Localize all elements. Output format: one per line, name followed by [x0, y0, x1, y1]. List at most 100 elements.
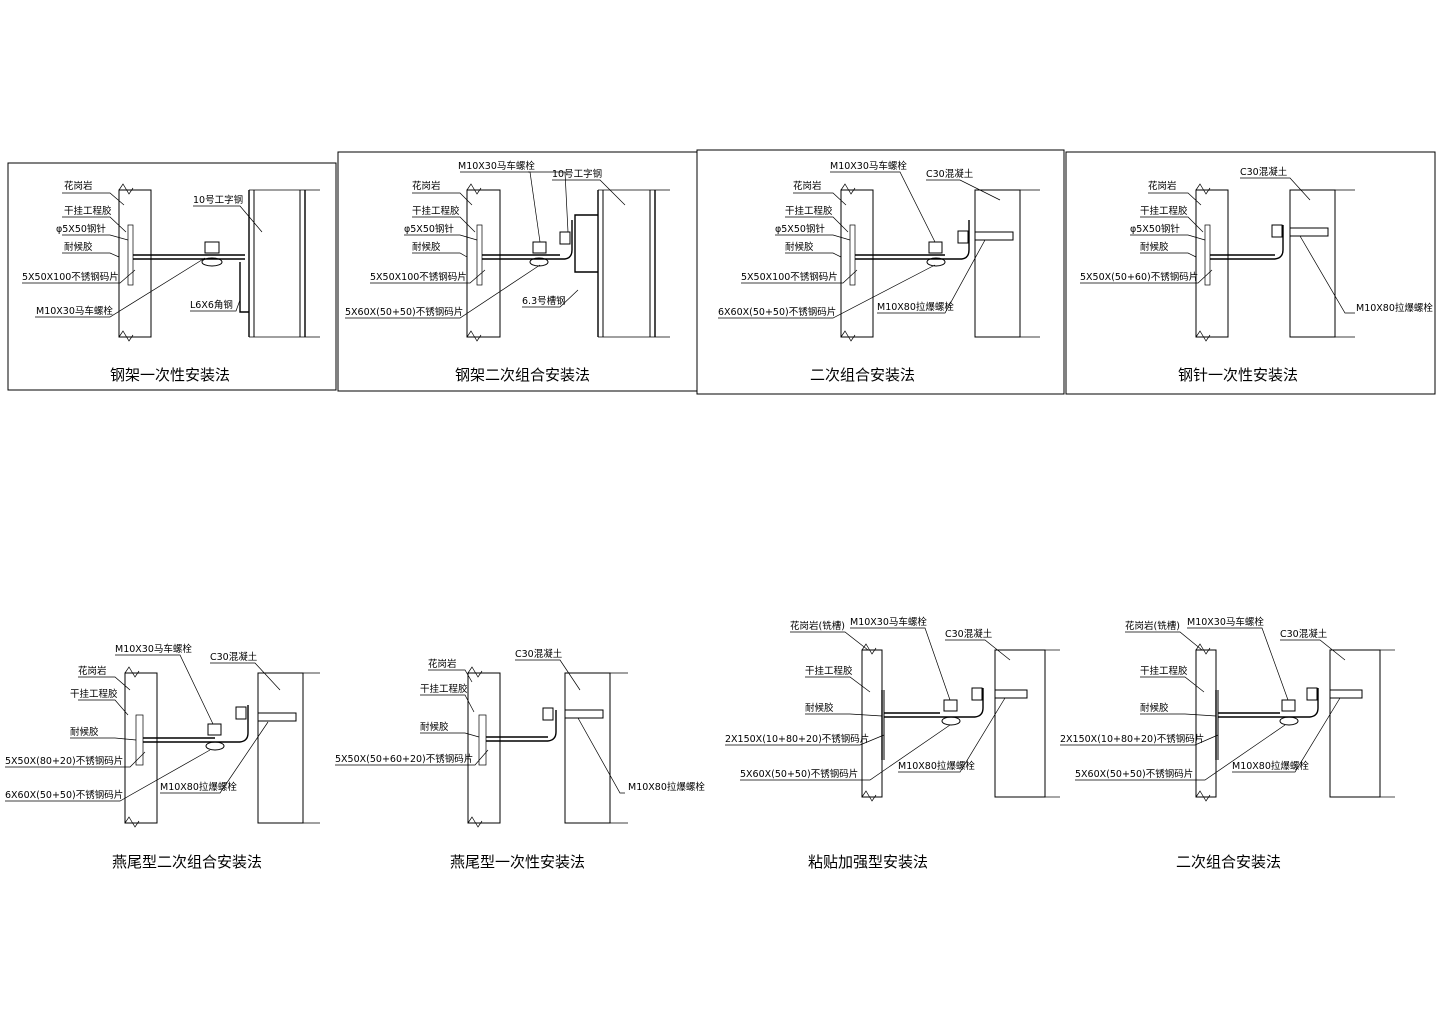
label: 干挂工程胶 — [805, 665, 853, 677]
granite-panel — [1195, 189, 1229, 338]
detail-dovetail-two-stage: M10X30马车螺栓 C30混凝土 花岗岩 干挂工程胶 耐候胶 5X50X(80… — [5, 643, 320, 871]
detail-title: 粘贴加强型安装法 — [808, 853, 928, 871]
label: 耐候胶 — [64, 241, 93, 253]
detail-title: 燕尾型二次组合安装法 — [112, 853, 262, 871]
label: 5X50X100不锈钢码片 — [22, 271, 119, 283]
steel-pin — [127, 224, 134, 286]
expansion-bolt — [564, 709, 604, 719]
label: 干挂工程胶 — [420, 683, 468, 695]
detail-steel-frame-one-time: 花岗岩 干挂工程胶 φ5X50钢针 耐候胶 5X50X100不锈钢码片 M10X… — [7, 162, 337, 391]
detail-title: 钢针一次性安装法 — [1178, 366, 1298, 384]
bolt-nut — [207, 723, 222, 736]
channel-steel — [574, 214, 598, 273]
label: 干挂工程胶 — [64, 205, 112, 217]
expansion-bolt — [257, 712, 297, 722]
label: 干挂工程胶 — [412, 205, 460, 217]
label: 5X50X(50+60)不锈钢码片 — [1080, 271, 1198, 283]
dovetail-slot — [478, 714, 487, 766]
label: C30混凝土 — [945, 628, 993, 640]
granite-panel — [840, 189, 874, 338]
label: φ5X50钢针 — [404, 223, 454, 235]
label: C30混凝土 — [210, 651, 258, 663]
label: M10X30马车螺栓 — [115, 643, 192, 655]
label: 花岗岩 — [1148, 180, 1177, 192]
label: M10X30马车螺栓 — [458, 160, 535, 172]
label: 干挂工程胶 — [1140, 665, 1188, 677]
label: C30混凝土 — [926, 168, 974, 180]
frame-border — [1065, 151, 1436, 395]
concrete-wall — [1329, 649, 1381, 798]
label: 5X50X100不锈钢码片 — [741, 271, 838, 283]
label: 10号工字钢 — [552, 168, 602, 180]
frame-border — [7, 162, 337, 391]
detail-two-stage-combined: M10X30马车螺栓 C30混凝土 花岗岩 干挂工程胶 φ5X50钢针 耐候胶 … — [696, 149, 1065, 395]
detail-title: 二次组合安装法 — [1176, 853, 1281, 871]
concrete-wall — [994, 649, 1046, 798]
expansion-bolt — [974, 231, 1014, 241]
label: C30混凝土 — [1240, 166, 1288, 178]
label: 10号工字钢 — [193, 194, 243, 206]
label: 耐候胶 — [412, 241, 441, 253]
label: 干挂工程胶 — [785, 205, 833, 217]
label: 2X150X(10+80+20)不锈钢码片 — [725, 733, 869, 745]
label: 6X60X(50+50)不锈钢码片 — [5, 789, 123, 801]
label: 花岗岩 — [793, 180, 822, 192]
granite-panel — [118, 189, 152, 338]
label: 花岗岩 — [428, 658, 457, 670]
expansion-bolt — [1329, 689, 1363, 699]
label: 2X150X(10+80+20)不锈钢码片 — [1060, 733, 1204, 745]
label: M10X80拉爆螺栓 — [160, 781, 237, 793]
granite-panel — [124, 672, 158, 824]
label: φ5X50钢针 — [775, 223, 825, 235]
detail-bonded-reinforced: 花岗岩(铣槽) M10X30马车螺栓 C30混凝土 干挂工程胶 耐候胶 2X15… — [725, 616, 1060, 871]
detail-two-stage-combined-b: 花岗岩(铣槽) M10X30马车螺栓 C30混凝土 干挂工程胶 耐候胶 2X15… — [1060, 616, 1395, 871]
label: 花岗岩 — [64, 180, 93, 192]
label: 耐候胶 — [420, 721, 449, 733]
label: M10X30马车螺栓 — [830, 160, 907, 172]
detail-pin-one-time: C30混凝土 花岗岩 干挂工程胶 φ5X50钢针 耐候胶 5X50X(50+60… — [1065, 151, 1436, 395]
expansion-bolt — [994, 689, 1028, 699]
label: 耐候胶 — [1140, 702, 1169, 714]
concrete-wall — [974, 189, 1021, 338]
label: 耐候胶 — [1140, 241, 1169, 253]
label: 5X60X(50+50)不锈钢码片 — [740, 768, 858, 780]
label: M10X30马车螺栓 — [36, 305, 113, 317]
concrete-wall — [564, 672, 611, 824]
label: φ5X50钢针 — [56, 223, 106, 235]
label: M10X80拉爆螺栓 — [898, 760, 975, 772]
label: 花岗岩 — [412, 180, 441, 192]
bolt-nut — [204, 241, 220, 254]
label: 5X50X(80+20)不锈钢码片 — [5, 755, 123, 767]
bolt-nut — [943, 699, 958, 712]
label: 6.3号槽钢 — [522, 295, 566, 307]
detail-steel-frame-two-stage: M10X30马车螺栓 10号工字钢 花岗岩 干挂工程胶 φ5X50钢针 耐候胶 … — [337, 151, 698, 392]
detail-title: 钢架二次组合安装法 — [455, 366, 590, 384]
label: 干挂工程胶 — [1140, 205, 1188, 217]
label: M10X80拉爆螺栓 — [1356, 302, 1433, 314]
label: 5X50X100不锈钢码片 — [370, 271, 467, 283]
concrete-wall — [1289, 189, 1336, 338]
frame-border — [696, 149, 1065, 395]
detail-title: 钢架一次性安装法 — [110, 366, 230, 384]
label: 耐候胶 — [70, 726, 99, 738]
granite-panel — [467, 672, 501, 824]
label: 5X60X(50+50)不锈钢码片 — [1075, 768, 1193, 780]
angle-clip — [564, 220, 573, 260]
label: M10X30马车螺栓 — [1187, 616, 1264, 628]
granite-panel — [1195, 649, 1217, 798]
label: 耐候胶 — [785, 241, 814, 253]
bolt-nut — [532, 241, 547, 254]
label: M10X80拉爆螺栓 — [1232, 760, 1309, 772]
granite-panel — [861, 649, 883, 798]
label: φ5X50钢针 — [1130, 223, 1180, 235]
label: 6X60X(50+50)不锈钢码片 — [718, 306, 836, 318]
concrete-wall — [257, 672, 304, 824]
label: 花岗岩(铣槽) — [1125, 620, 1180, 632]
label: C30混凝土 — [515, 648, 563, 660]
expansion-bolt — [1289, 227, 1329, 237]
bolt-nut — [928, 241, 943, 254]
granite-panel — [466, 189, 501, 338]
detail-dovetail-one-time: 花岗岩 C30混凝土 干挂工程胶 耐候胶 5X50X(50+60+20)不锈钢码… — [335, 648, 705, 871]
label: M10X80拉爆螺栓 — [628, 781, 705, 793]
